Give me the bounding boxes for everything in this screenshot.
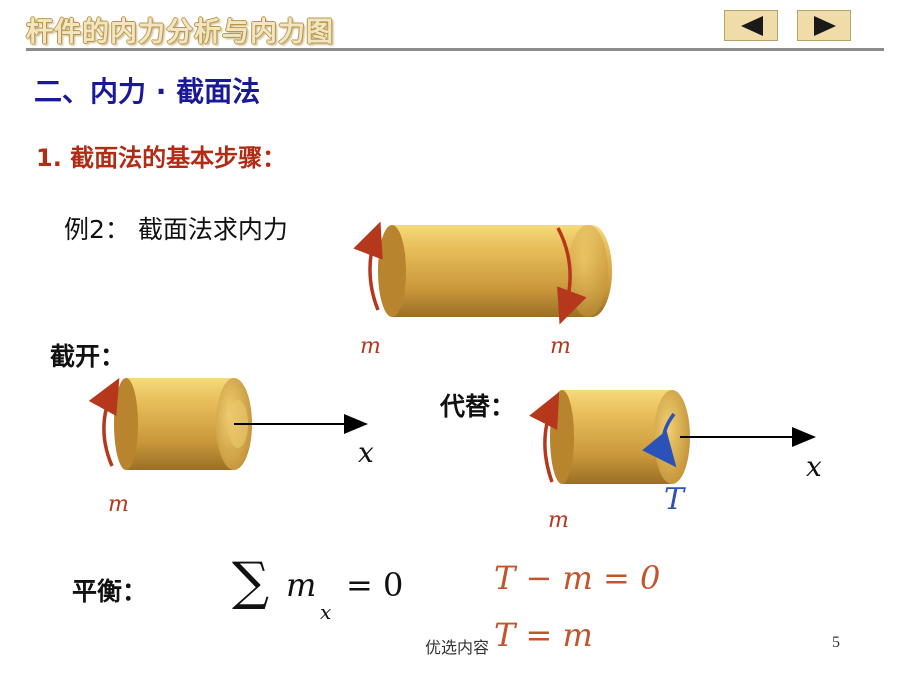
subtitle: 1. 截面法的基本步骤： [36, 144, 287, 172]
moment-label-right: m [550, 334, 571, 359]
prev-slide-button[interactable] [724, 10, 778, 41]
footer-text: 优选内容 [425, 638, 490, 657]
x-label-2: x [806, 450, 822, 483]
cut-moment-arrow [88, 377, 120, 467]
replace-label: 代替： [440, 392, 516, 421]
cut-label: 截开： [50, 342, 126, 371]
torque-arrow [642, 412, 677, 468]
full-shaft [378, 225, 612, 317]
replace-moment-arrow [529, 391, 560, 483]
example-text: 例2： 截面法求内力 [64, 215, 288, 244]
cut-shaft [114, 378, 252, 470]
replace-moment-label: m [548, 508, 569, 533]
next-slide-button[interactable] [797, 10, 851, 41]
triangle-left-icon [741, 16, 763, 36]
left-moment-arrow [353, 221, 383, 311]
equation-2: T = m [494, 616, 593, 654]
header-title: 杆件的内力分析与内力图 [26, 17, 334, 48]
triangle-right-icon [814, 16, 836, 36]
equation-1: T − m = 0 [494, 559, 661, 597]
right-moment-arrow [556, 227, 587, 325]
x-label-1: x [358, 436, 374, 469]
replace-shaft [550, 390, 690, 484]
sum-symbol: ∑ [232, 552, 270, 612]
section-title: 二、内力 · 截面法 [34, 75, 261, 108]
header-divider [26, 48, 884, 51]
cut-moment-label: m [108, 492, 129, 517]
moment-label-left: m [360, 334, 381, 359]
balance-label: 平衡： [72, 577, 148, 606]
sum-rhs: = 0 [346, 566, 404, 604]
torque-label: T [664, 482, 685, 517]
sum-subscript: x [320, 600, 332, 624]
sum-variable: m [286, 566, 317, 604]
page-number: 5 [832, 634, 840, 651]
